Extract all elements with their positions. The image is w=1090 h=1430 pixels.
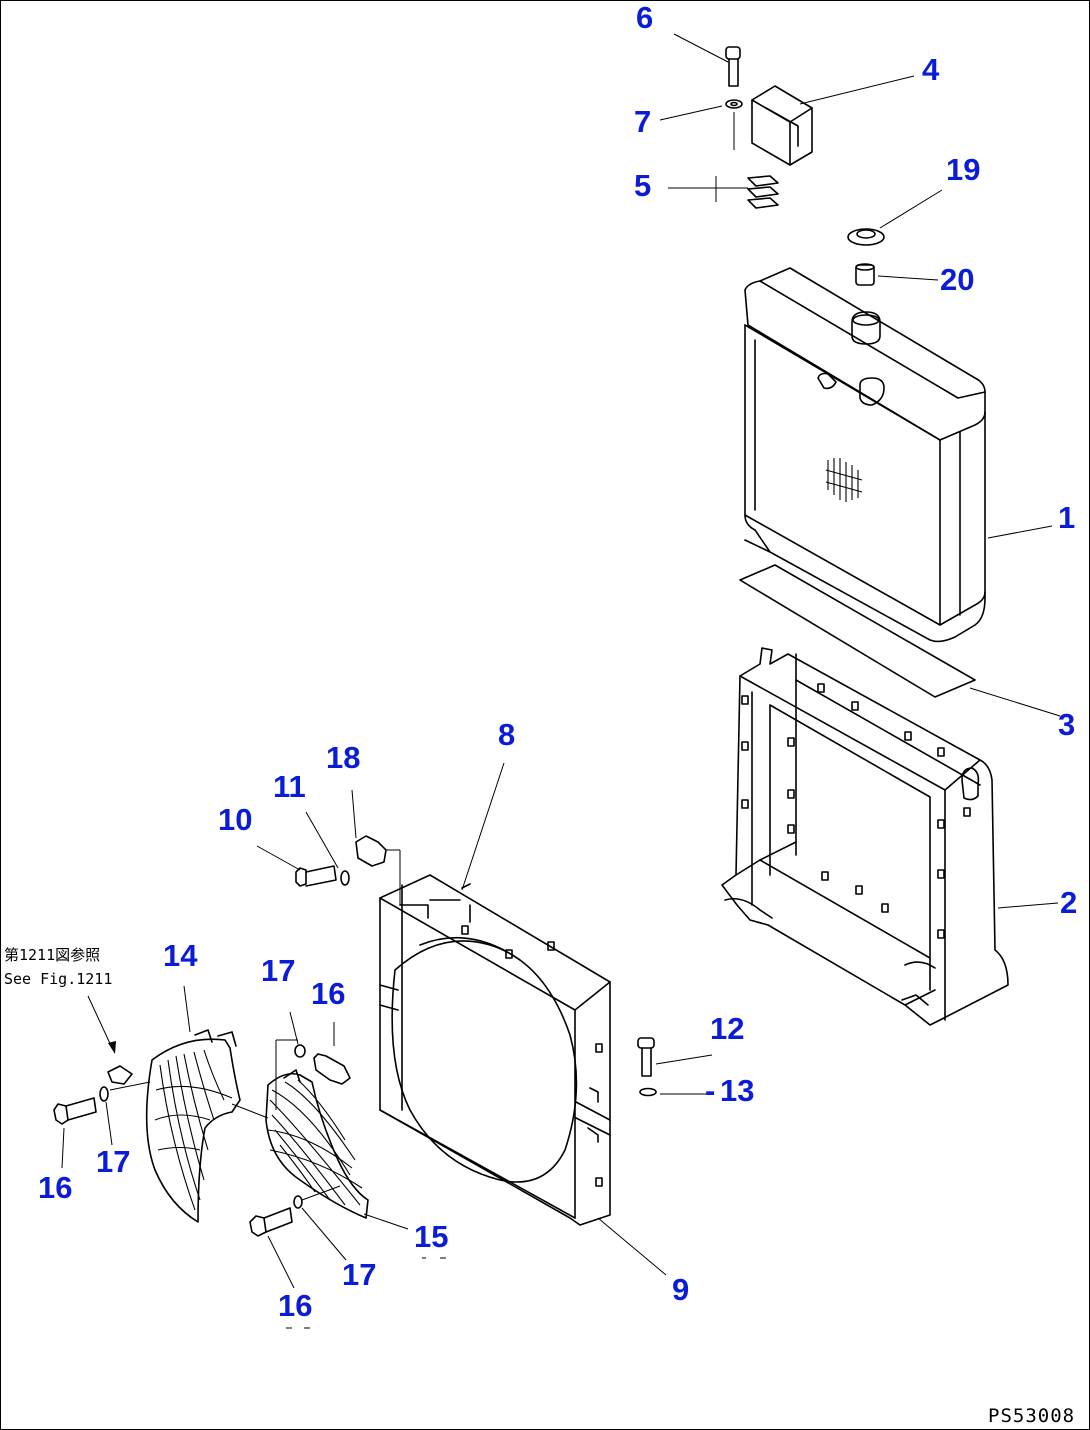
washer-part-17-left [99, 1086, 109, 1102]
radiator-frame-part-2 [721, 647, 1009, 1026]
reference-note-en: See Fig.1211 [4, 970, 112, 988]
leader-lines [61, 33, 1061, 1289]
bracket-part-4 [751, 85, 813, 166]
reference-arrow [87, 995, 133, 1085]
callout-17-lower: 17 [342, 1257, 376, 1292]
bolt-part-12 [637, 1037, 655, 1077]
callout-2: 2 [1060, 885, 1077, 920]
callouts: 6 4 7 5 19 20 1 3 2 8 18 11 10 14 17 16 … [38, 0, 1077, 1323]
callout-11: 11 [273, 769, 306, 804]
callout-16-upper: 16 [311, 976, 345, 1011]
callout-10: 10 [218, 802, 252, 837]
bolt-part-16-lower [249, 1207, 293, 1237]
fan-guard-part-15 [265, 1069, 369, 1219]
callout-19: 19 [946, 152, 980, 187]
callout-14: 14 [163, 938, 198, 973]
radiator-part-1 [744, 267, 986, 643]
callout-16-left: 16 [38, 1170, 72, 1205]
callout-20: 20 [940, 262, 974, 297]
callout-4: 4 [922, 52, 940, 87]
bolt-part-16-left [53, 1097, 97, 1125]
callout-7: 7 [634, 104, 651, 139]
washer-part-11 [340, 870, 350, 886]
bolt-part-10 [295, 865, 337, 887]
bolt-part-16-upper [313, 1053, 351, 1085]
callout-17-left: 17 [96, 1144, 130, 1179]
washer-part-17-upper [294, 1044, 306, 1058]
drawing-code: PS53008 [988, 1405, 1075, 1427]
washer-part-7 [725, 99, 743, 150]
bolt-part-6 [725, 46, 741, 87]
shim-part-5 [715, 175, 779, 209]
filler-neck-part-20 [855, 263, 875, 286]
callout-15: 15 [414, 1219, 448, 1254]
callout-8: 8 [498, 717, 515, 752]
reference-note-jp: 第1211図参照 [4, 946, 100, 964]
seal-plate-part-3 [739, 564, 976, 698]
callout-6: 6 [636, 0, 653, 35]
callout-17-upper: 17 [261, 953, 295, 988]
callout-1: 1 [1058, 500, 1075, 535]
callout-9: 9 [672, 1272, 689, 1307]
washer-part-17-lower [293, 1195, 303, 1209]
fan-shroud-part-8-9 [379, 874, 611, 1226]
callout-3: 3 [1058, 707, 1075, 742]
radiator-cap-part-19 [847, 228, 885, 246]
fan-guard-part-14 [145, 1029, 241, 1223]
washer-part-13 [639, 1087, 657, 1097]
clip-part-18 [355, 835, 401, 905]
tick-marks [286, 1257, 446, 1329]
callout-18: 18 [326, 740, 360, 775]
callout-16-lower: 16 [278, 1288, 312, 1323]
callout-12: 12 [710, 1011, 744, 1046]
callout-13-dash: - [705, 1073, 715, 1108]
callout-13: 13 [720, 1073, 754, 1108]
callout-5: 5 [634, 168, 651, 203]
